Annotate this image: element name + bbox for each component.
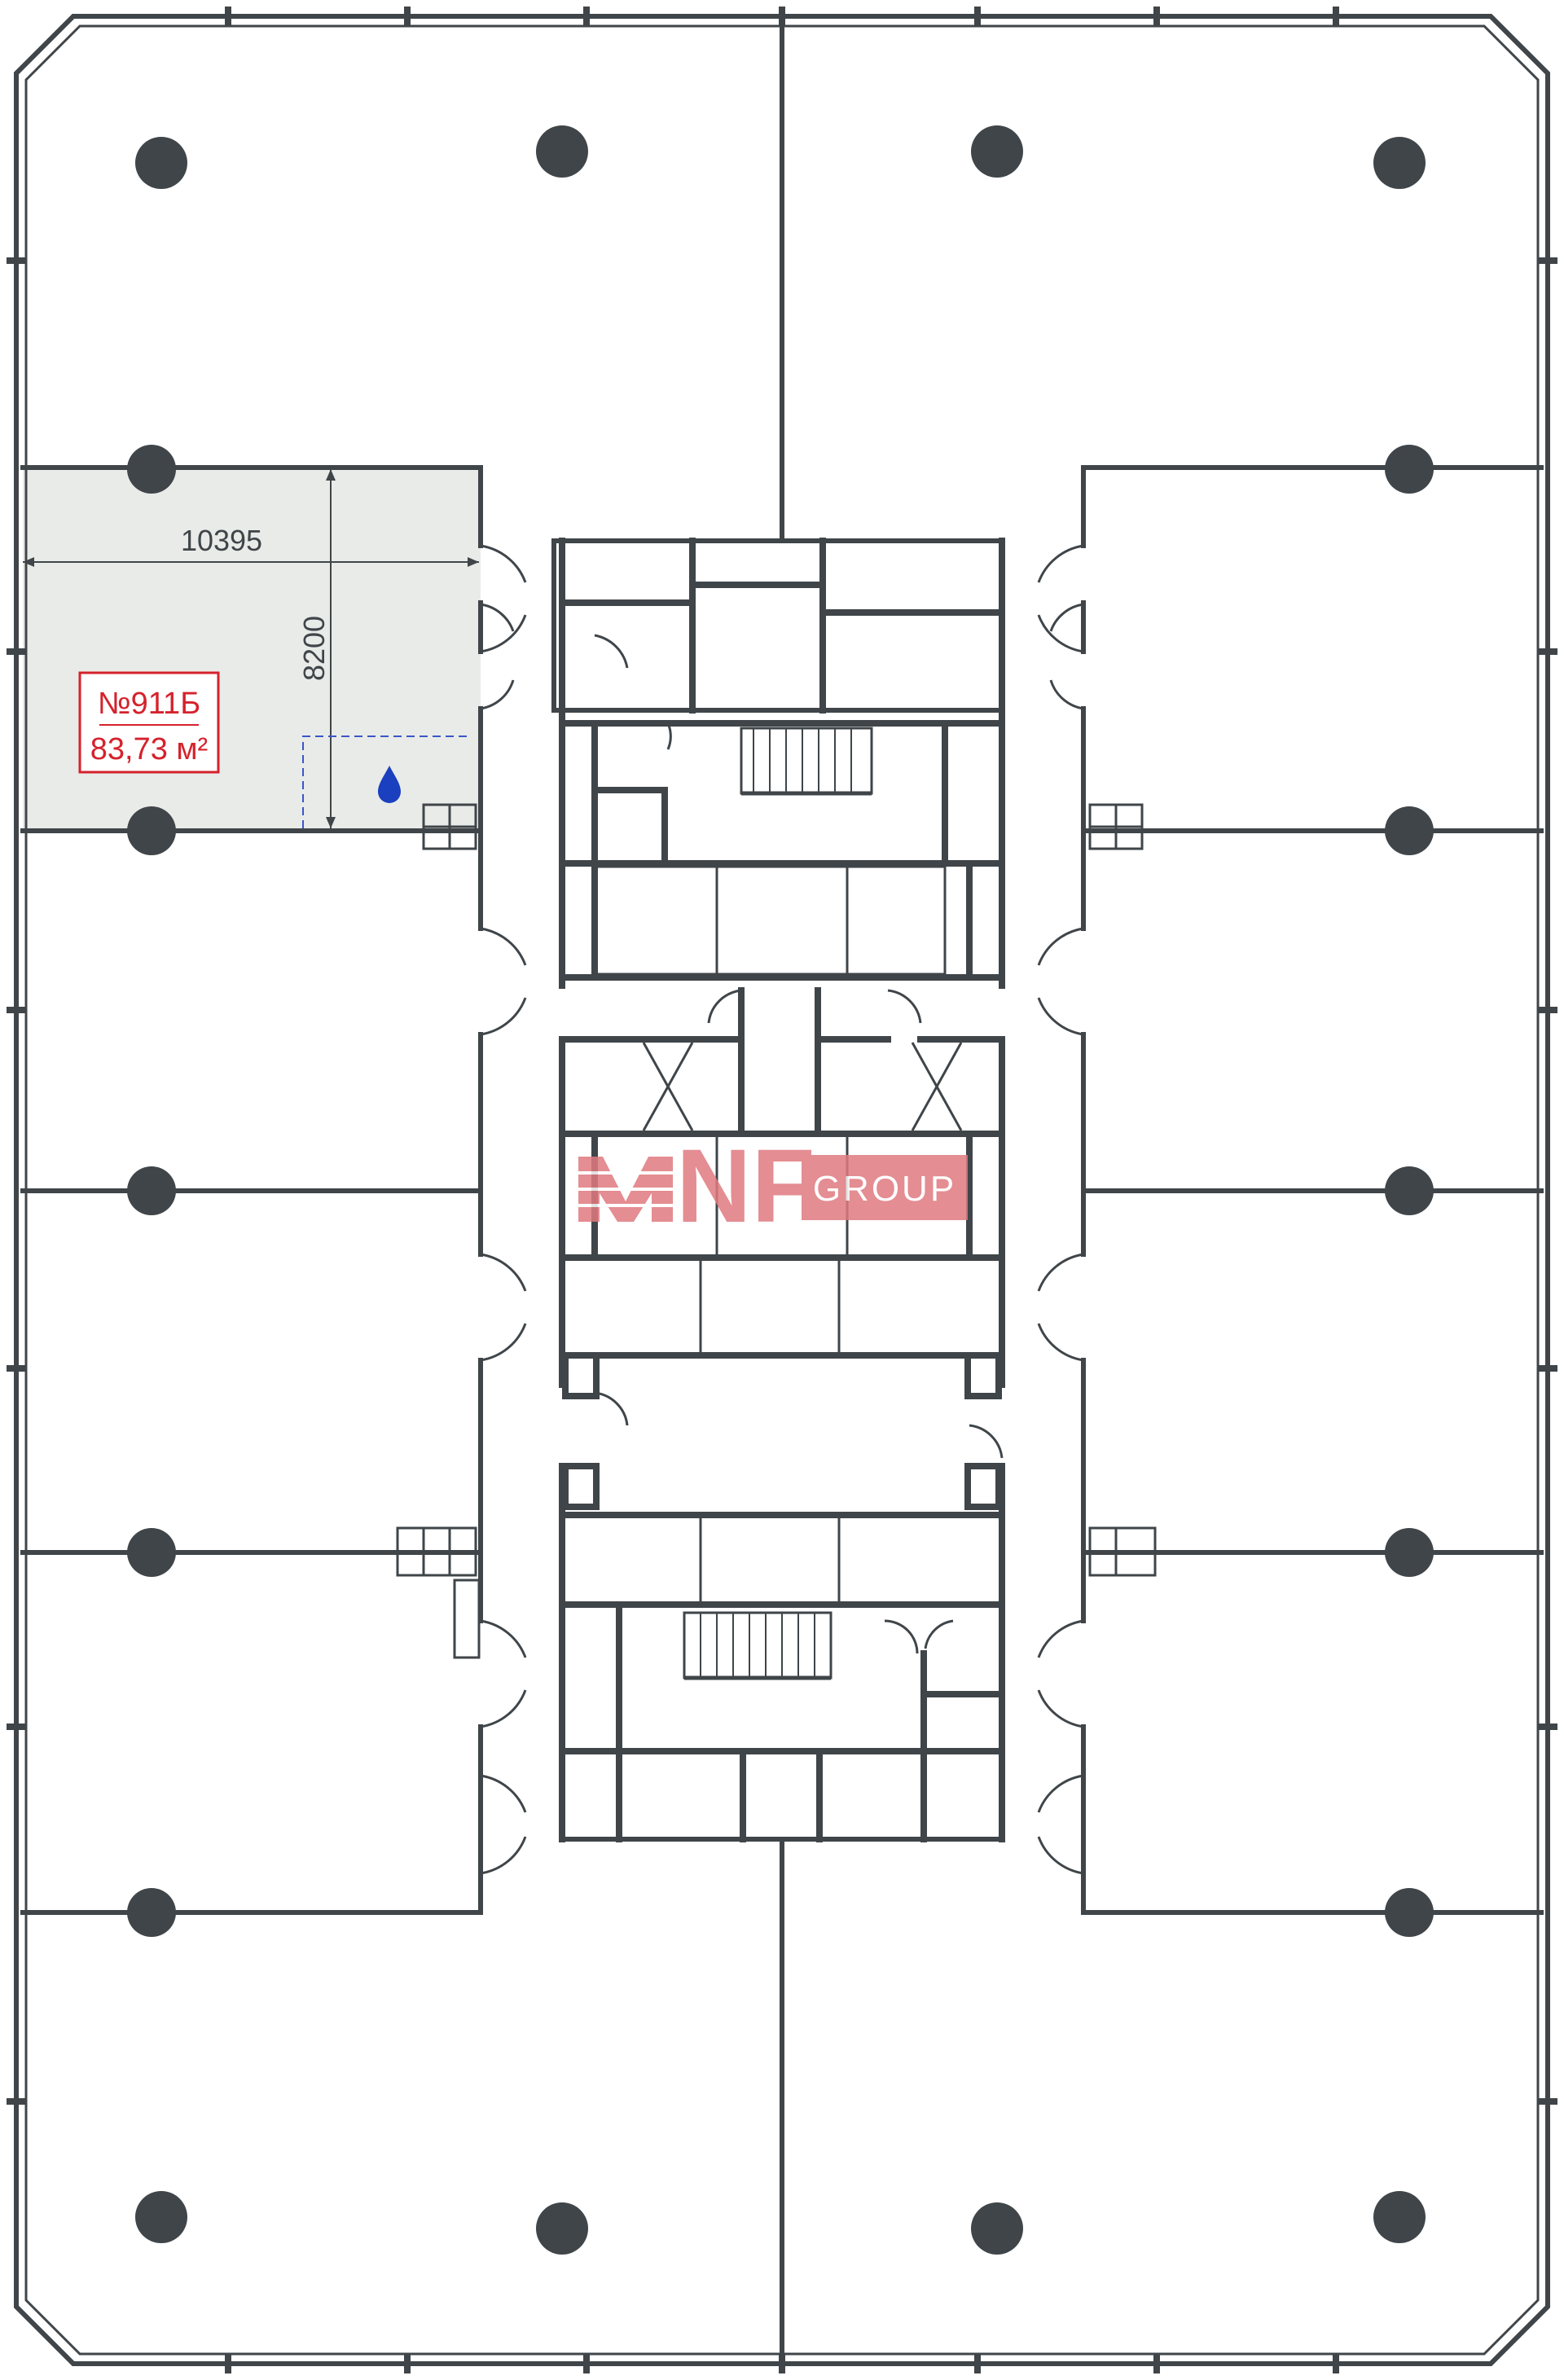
watermark-logo: NF GROUP [578,1128,968,1245]
unit-number: №911Б [98,687,200,721]
unit-depth-dimension: 8200 [297,616,331,681]
partition-walls [20,24,1544,2356]
unit-label-box[interactable]: №911Б 83,73 м² [78,671,220,774]
unit-area: 83,73 м² [90,732,208,766]
utility-shafts [396,803,1157,1659]
unit-dimensions: 10395 8200 [23,469,479,828]
outer-facade [7,7,1557,2373]
corridor-doors[interactable] [480,544,1084,1875]
core-details [593,634,1004,1680]
central-core [551,538,1005,1842]
unit-911b-area[interactable] [23,468,481,830]
water-drop-icon [378,766,401,803]
watermark-brand: NF [676,1128,815,1245]
unit-width-dimension: 10395 [181,524,262,557]
watermark-group: GROUP [813,1169,956,1209]
